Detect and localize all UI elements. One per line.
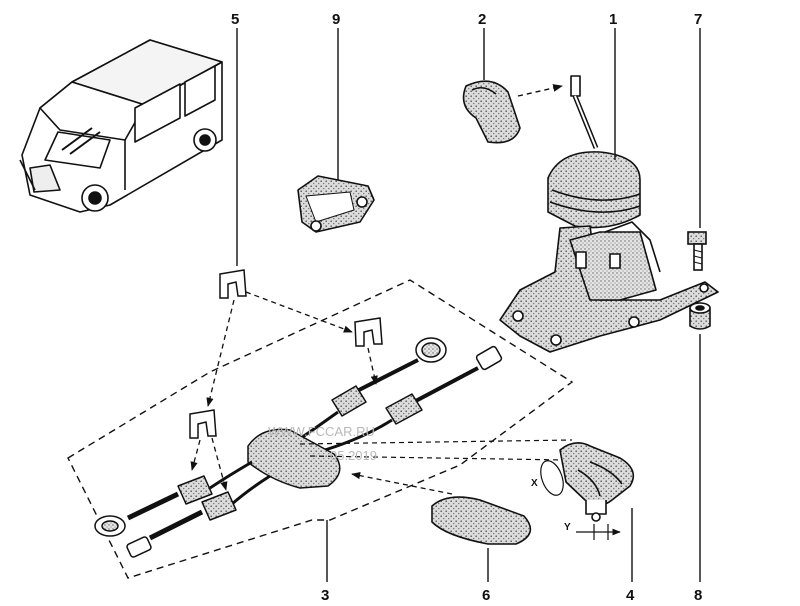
x-axis-ring — [540, 460, 564, 496]
callout-2: 2 — [478, 11, 486, 28]
callout-4: 4 — [626, 587, 635, 604]
watermark-line2: 05.2019 — [330, 448, 377, 463]
pad-arrow — [351, 472, 453, 495]
callout-3: 3 — [321, 587, 329, 604]
bolt-part-7 — [687, 231, 707, 271]
clip-part-5 — [189, 269, 383, 439]
y-axis-label: Y — [564, 522, 571, 533]
clip-arrows — [190, 291, 378, 491]
ball-arrows — [299, 439, 573, 461]
callout-9: 9 — [332, 11, 340, 28]
ball-socket-part-4 — [540, 442, 635, 540]
pad-part-6 — [431, 496, 532, 545]
shift-housing-part-1 — [499, 75, 719, 353]
callout-1: 1 — [609, 11, 617, 28]
plate-part-9 — [297, 175, 375, 233]
knob-part-2 — [462, 80, 521, 144]
leader-lines — [236, 28, 701, 582]
callout-6: 6 — [482, 587, 490, 604]
knob-arrow — [517, 84, 563, 97]
watermark-line1: WWW.FCCAR.RU — [268, 424, 375, 439]
van-illustration — [19, 39, 223, 213]
x-axis-label: X — [531, 478, 538, 489]
callout-7: 7 — [694, 11, 702, 28]
spacer-part-8 — [689, 302, 711, 330]
callout-5: 5 — [231, 11, 239, 28]
cables-part-3 — [94, 337, 503, 558]
callout-8: 8 — [694, 587, 702, 604]
